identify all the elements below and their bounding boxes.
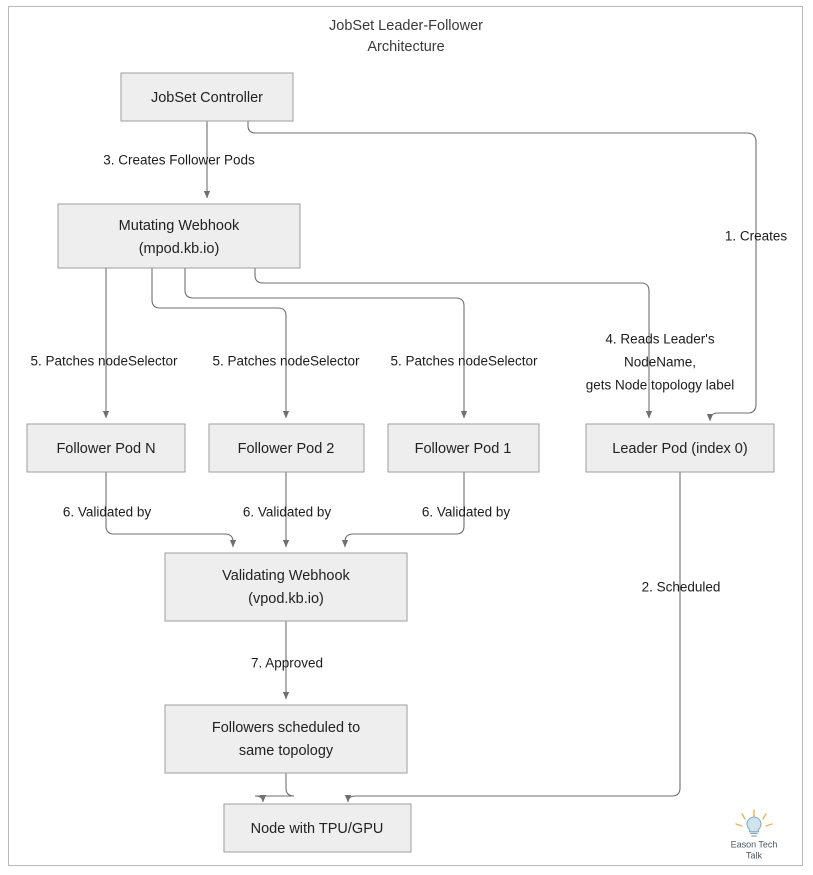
edge-scheduled-line	[344, 472, 681, 803]
diagram-title-line1: JobSet Leader-Follower	[329, 18, 483, 34]
watermark: Eason Tech Talk	[731, 809, 778, 860]
edge-reads-leader-label-line1: 4. Reads Leader's	[605, 332, 714, 347]
edge-validated-by-2-label: 6. Validated by	[243, 505, 332, 520]
node-mutating-webhook-label-line2: (mpod.kb.io)	[139, 241, 220, 257]
node-follower-pod-2[interactable]: Follower Pod 2	[208, 423, 365, 473]
node-follower-pod-1-rect	[387, 423, 540, 473]
node-jobset-controller-rect	[120, 72, 294, 122]
edge-creates-follower-pods-label: 3. Creates Follower Pods	[103, 153, 255, 168]
edge-patches-nodeselector-1-line	[184, 268, 468, 419]
node-follower-pod-n-rect	[26, 423, 186, 473]
edge-approved-label: 7. Approved	[251, 656, 323, 671]
node-follower-pod-1[interactable]: Follower Pod 1	[387, 423, 540, 473]
node-mutating-webhook-rect	[57, 203, 301, 269]
edge-patches-nodeselector-n-label: 5. Patches nodeSelector	[30, 354, 178, 369]
diagram-title-line2: Architecture	[367, 39, 444, 55]
edge-validated-by-n-line	[105, 472, 237, 548]
node-jobset-controller-label: JobSet Controller	[151, 90, 263, 106]
node-followers-scheduled-label-line1: Followers scheduled to	[212, 720, 360, 736]
node-node-tpu-gpu-label: Node with TPU/GPU	[251, 821, 384, 837]
node-validating-webhook[interactable]: Validating Webhook (vpod.kb.io)	[164, 552, 408, 622]
node-followers-scheduled[interactable]: Followers scheduled to same topology	[164, 704, 408, 774]
edge-reads-leader-label-line2: NodeName,	[624, 355, 696, 370]
node-node-tpu-gpu[interactable]: Node with TPU/GPU	[223, 803, 412, 853]
watermark-line1: Eason Tech	[731, 839, 778, 849]
node-follower-pod-n-label: Follower Pod N	[56, 441, 155, 457]
node-leader-pod-label: Leader Pod (index 0)	[612, 441, 747, 457]
node-mutating-webhook-label-line1: Mutating Webhook	[119, 218, 240, 234]
node-validating-webhook-label-line1: Validating Webhook	[222, 568, 350, 584]
watermark-line2: Talk	[746, 850, 763, 860]
edge-patches-nodeselector-1-label: 5. Patches nodeSelector	[390, 354, 538, 369]
edge-creates-line	[247, 121, 757, 422]
node-follower-pod-1-label: Follower Pod 1	[415, 441, 512, 457]
node-mutating-webhook[interactable]: Mutating Webhook (mpod.kb.io)	[57, 203, 301, 269]
node-jobset-controller[interactable]: JobSet Controller	[120, 72, 294, 122]
edge-reads-leader-label-line3: gets Node topology label	[586, 378, 735, 393]
edge-patches-nodeselector-2-line	[151, 268, 290, 419]
lightbulb-icon	[735, 809, 773, 837]
edge-patches-nodeselector-2-label: 5. Patches nodeSelector	[212, 354, 360, 369]
node-validating-webhook-label-line2: (vpod.kb.io)	[248, 591, 324, 607]
edge-followers-to-node-line	[254, 773, 295, 803]
node-follower-pod-n[interactable]: Follower Pod N	[26, 423, 186, 473]
edge-reads-leader-line	[254, 268, 653, 419]
node-followers-scheduled-label-line2: same topology	[239, 743, 334, 759]
node-leader-pod[interactable]: Leader Pod (index 0)	[585, 423, 775, 473]
edge-validated-by-1-label: 6. Validated by	[422, 505, 511, 520]
node-follower-pod-2-rect	[208, 423, 365, 473]
node-node-tpu-gpu-rect	[223, 803, 412, 853]
edge-validated-by-n-label: 6. Validated by	[63, 505, 152, 520]
node-follower-pod-2-label: Follower Pod 2	[238, 441, 335, 457]
edge-creates-label: 1. Creates	[725, 229, 788, 244]
edge-scheduled-label: 2. Scheduled	[642, 580, 721, 595]
node-leader-pod-rect	[585, 423, 775, 473]
node-validating-webhook-rect	[164, 552, 408, 622]
edge-validated-by-1-line	[341, 472, 465, 548]
node-followers-scheduled-rect	[164, 704, 408, 774]
